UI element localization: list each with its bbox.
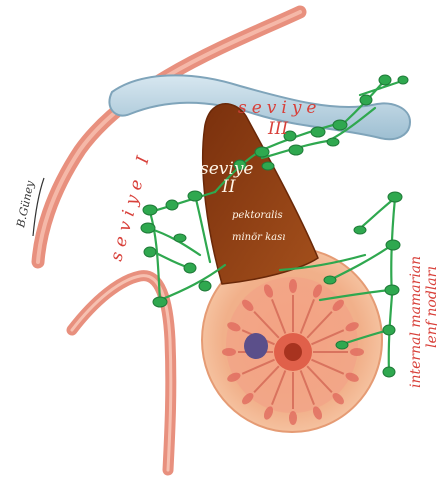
pectoralis-minor-muscle bbox=[203, 104, 318, 284]
lymph-node bbox=[262, 162, 274, 170]
lymph-node bbox=[333, 120, 347, 130]
tumor-mass bbox=[244, 333, 268, 359]
lymph-node bbox=[184, 263, 196, 273]
lymph-node bbox=[174, 234, 186, 242]
lymph-node bbox=[327, 138, 339, 146]
nipple bbox=[284, 343, 302, 361]
lobule bbox=[289, 279, 297, 293]
lymph-node bbox=[336, 341, 348, 349]
lymph-node bbox=[144, 247, 156, 257]
lymph-node bbox=[199, 281, 211, 291]
lymph-node bbox=[379, 75, 391, 85]
lymph-node bbox=[188, 191, 202, 201]
lymph-node bbox=[385, 285, 399, 295]
artist-signature: B.Güney bbox=[14, 179, 37, 230]
level-three-word-label: seviye bbox=[238, 98, 322, 118]
lymph-node bbox=[383, 325, 395, 335]
internal-mammary-label-line1: internal mamarian bbox=[408, 256, 424, 388]
lymph-node bbox=[289, 145, 303, 155]
internal-mammary-label-line2: lenf nodları bbox=[424, 266, 437, 348]
lymph-node bbox=[255, 147, 269, 157]
lymph-node bbox=[141, 223, 155, 233]
lobule bbox=[222, 348, 236, 356]
muscle-name-line2: minör kası bbox=[232, 232, 285, 243]
lymph-node bbox=[166, 200, 178, 210]
lymph-node bbox=[388, 192, 402, 202]
lymph-node bbox=[324, 276, 336, 284]
lymph-node bbox=[311, 127, 325, 137]
muscle-name-line1: pektoralis bbox=[232, 210, 283, 221]
level-three-num-label: III bbox=[267, 119, 288, 139]
lobule bbox=[289, 411, 297, 425]
lymph-node bbox=[143, 205, 157, 215]
lobule bbox=[350, 348, 364, 356]
lymph-node bbox=[354, 226, 366, 234]
lymph-node bbox=[398, 76, 408, 84]
lymph-node bbox=[153, 297, 167, 307]
level-two-word-label: seviye bbox=[200, 159, 254, 179]
lymph-node bbox=[386, 240, 400, 250]
lymph-node bbox=[360, 95, 372, 105]
level-two-num-label: II bbox=[221, 177, 236, 197]
lymph-node bbox=[383, 367, 395, 377]
